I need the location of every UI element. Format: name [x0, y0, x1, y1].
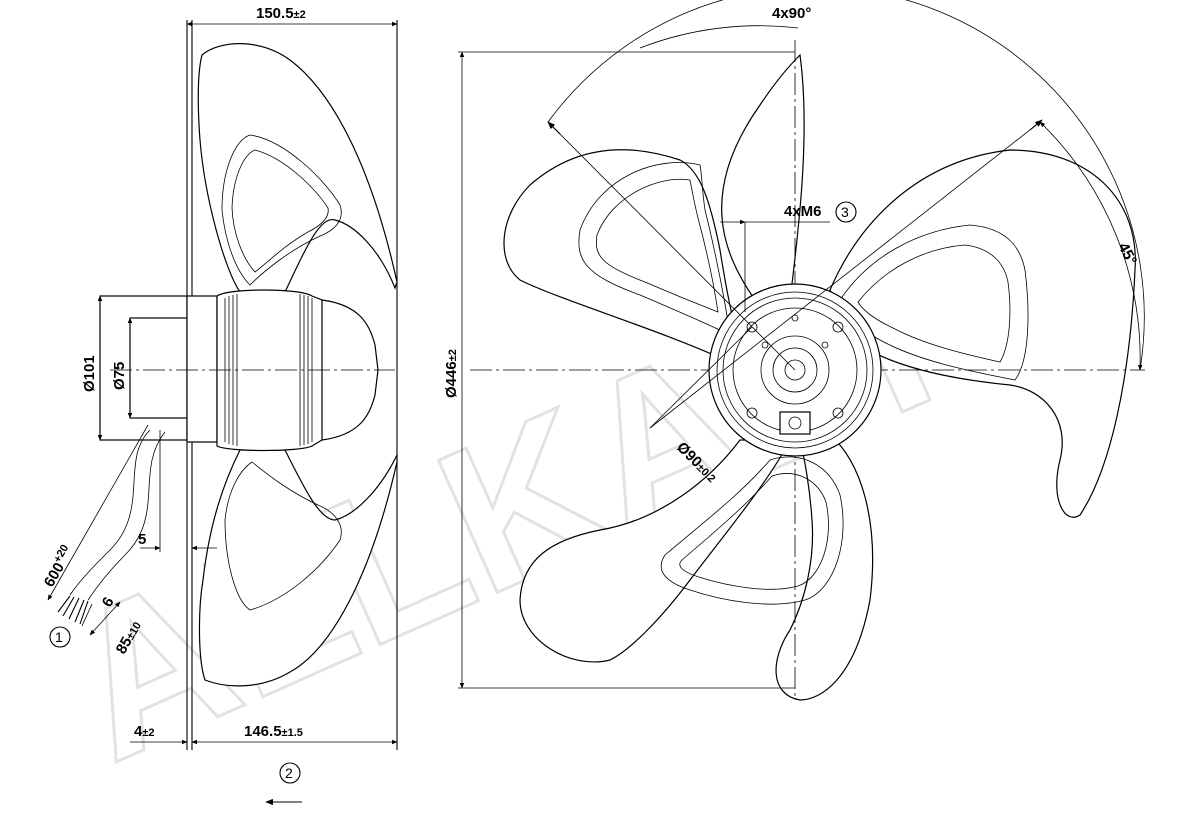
- front-blade-left: [503, 149, 741, 361]
- callout-1-number: 1: [55, 629, 63, 645]
- motor-inner-block: [129, 317, 188, 419]
- hub-hole-e: [821, 341, 829, 349]
- hub-ring-2: [716, 291, 874, 449]
- hub-hole-sw: [746, 407, 758, 419]
- hub-hole-nw: [746, 321, 758, 333]
- dim-motor-depth-tol: ±1.5: [282, 727, 303, 739]
- callout-2-circle: [279, 762, 301, 784]
- diag-line-nw: [547, 121, 796, 371]
- dim-cable-offset-label: 5: [138, 531, 146, 548]
- dim-overall-diameter-tol: ±2: [447, 349, 459, 361]
- dim-overall-width-label: 150.5±2: [256, 5, 306, 22]
- callout-2-number: 2: [285, 765, 293, 781]
- dim-blade-offset-tol: ±2: [142, 727, 154, 739]
- dim-angle-arc: [1039, 121, 1143, 371]
- dim-blade-spacing-label: 4x90°: [772, 5, 811, 22]
- diag-line-ne: [649, 121, 1041, 429]
- hub-cable-gland: [779, 411, 811, 435]
- hub-hole-ne: [832, 321, 844, 333]
- side-view: 150.5±2 Ø101 Ø75 5 600+20 6 85±10 1 4±2 …: [41, 5, 398, 806]
- hub-cable-gland-hole: [788, 416, 802, 430]
- callout-3-number: 3: [841, 204, 849, 220]
- front-blade-left-rib-inner: [595, 178, 719, 313]
- front-blade-right-rib: [839, 224, 1029, 381]
- dim-motor-depth-label: 146.5±1.5: [244, 723, 303, 740]
- cable-outline-a: [69, 429, 151, 596]
- dim-outer-diameter-label: Ø101: [81, 355, 98, 392]
- hub-inner-ring: [760, 335, 830, 405]
- front-blade-bottom-rib-inner: [679, 473, 829, 590]
- dim-cable-length-tol: +20: [52, 543, 72, 565]
- motor-flange: [186, 295, 218, 443]
- cable-outline-b: [87, 431, 166, 601]
- dim-overall-width-tol: ±2: [294, 9, 306, 21]
- callout-3-circle: [835, 201, 857, 223]
- front-blade-bottom-rib: [660, 456, 844, 605]
- front-blade-bottom: [519, 439, 791, 663]
- dim-overall-diameter-value: Ø446: [443, 361, 460, 398]
- dim-bolt-circle-line: [649, 326, 753, 429]
- side-blade-lower: [198, 449, 398, 687]
- callout-1-circle: [49, 626, 71, 648]
- hub-hole-se: [832, 407, 844, 419]
- front-view: Ø446±2 4x90° 45° 4xM6 3 Ø90±0.2: [443, 0, 1145, 701]
- hub-hole-n: [791, 314, 799, 322]
- diag-arrow-nw: [547, 121, 561, 135]
- cable-wires: [57, 595, 89, 625]
- dim-blade-offset-value: 4: [134, 723, 143, 740]
- hub-mounting-holes: [746, 314, 844, 419]
- dim-cable-length-line: [47, 424, 149, 601]
- front-blade-bottom-right: [775, 434, 874, 701]
- hub-ring-3: [722, 297, 868, 443]
- side-blade-upper-rib-inner: [231, 149, 329, 273]
- front-blade-right-rib-inner: [857, 244, 1011, 363]
- dim-motor-depth-value: 146.5: [244, 723, 282, 740]
- hub-shaft: [784, 359, 806, 381]
- hub-hole-w: [761, 341, 769, 349]
- dim-wire-length-value: 85: [113, 634, 136, 657]
- diag-arrow-ne: [1029, 119, 1043, 131]
- dim-blade-offset-label: 4±2: [134, 723, 155, 740]
- dim-overall-diameter-label: Ø446±2: [443, 349, 460, 398]
- dim-inner-diameter-label: Ø75: [111, 362, 128, 390]
- side-blade-lower-rib: [224, 461, 342, 611]
- side-blade-upper: [197, 43, 398, 293]
- side-blade-upper-rib: [221, 134, 342, 286]
- front-blade-left-rib: [578, 162, 731, 336]
- dim-wire-length-line: [89, 601, 121, 636]
- blade-sweep-arc-inner: [639, 25, 799, 49]
- dim-thread-label: 4xM6: [784, 203, 822, 220]
- hub-shaft-ring: [772, 347, 818, 393]
- dim-overall-width-value: 150.5: [256, 5, 294, 22]
- front-blade-top: [721, 53, 805, 301]
